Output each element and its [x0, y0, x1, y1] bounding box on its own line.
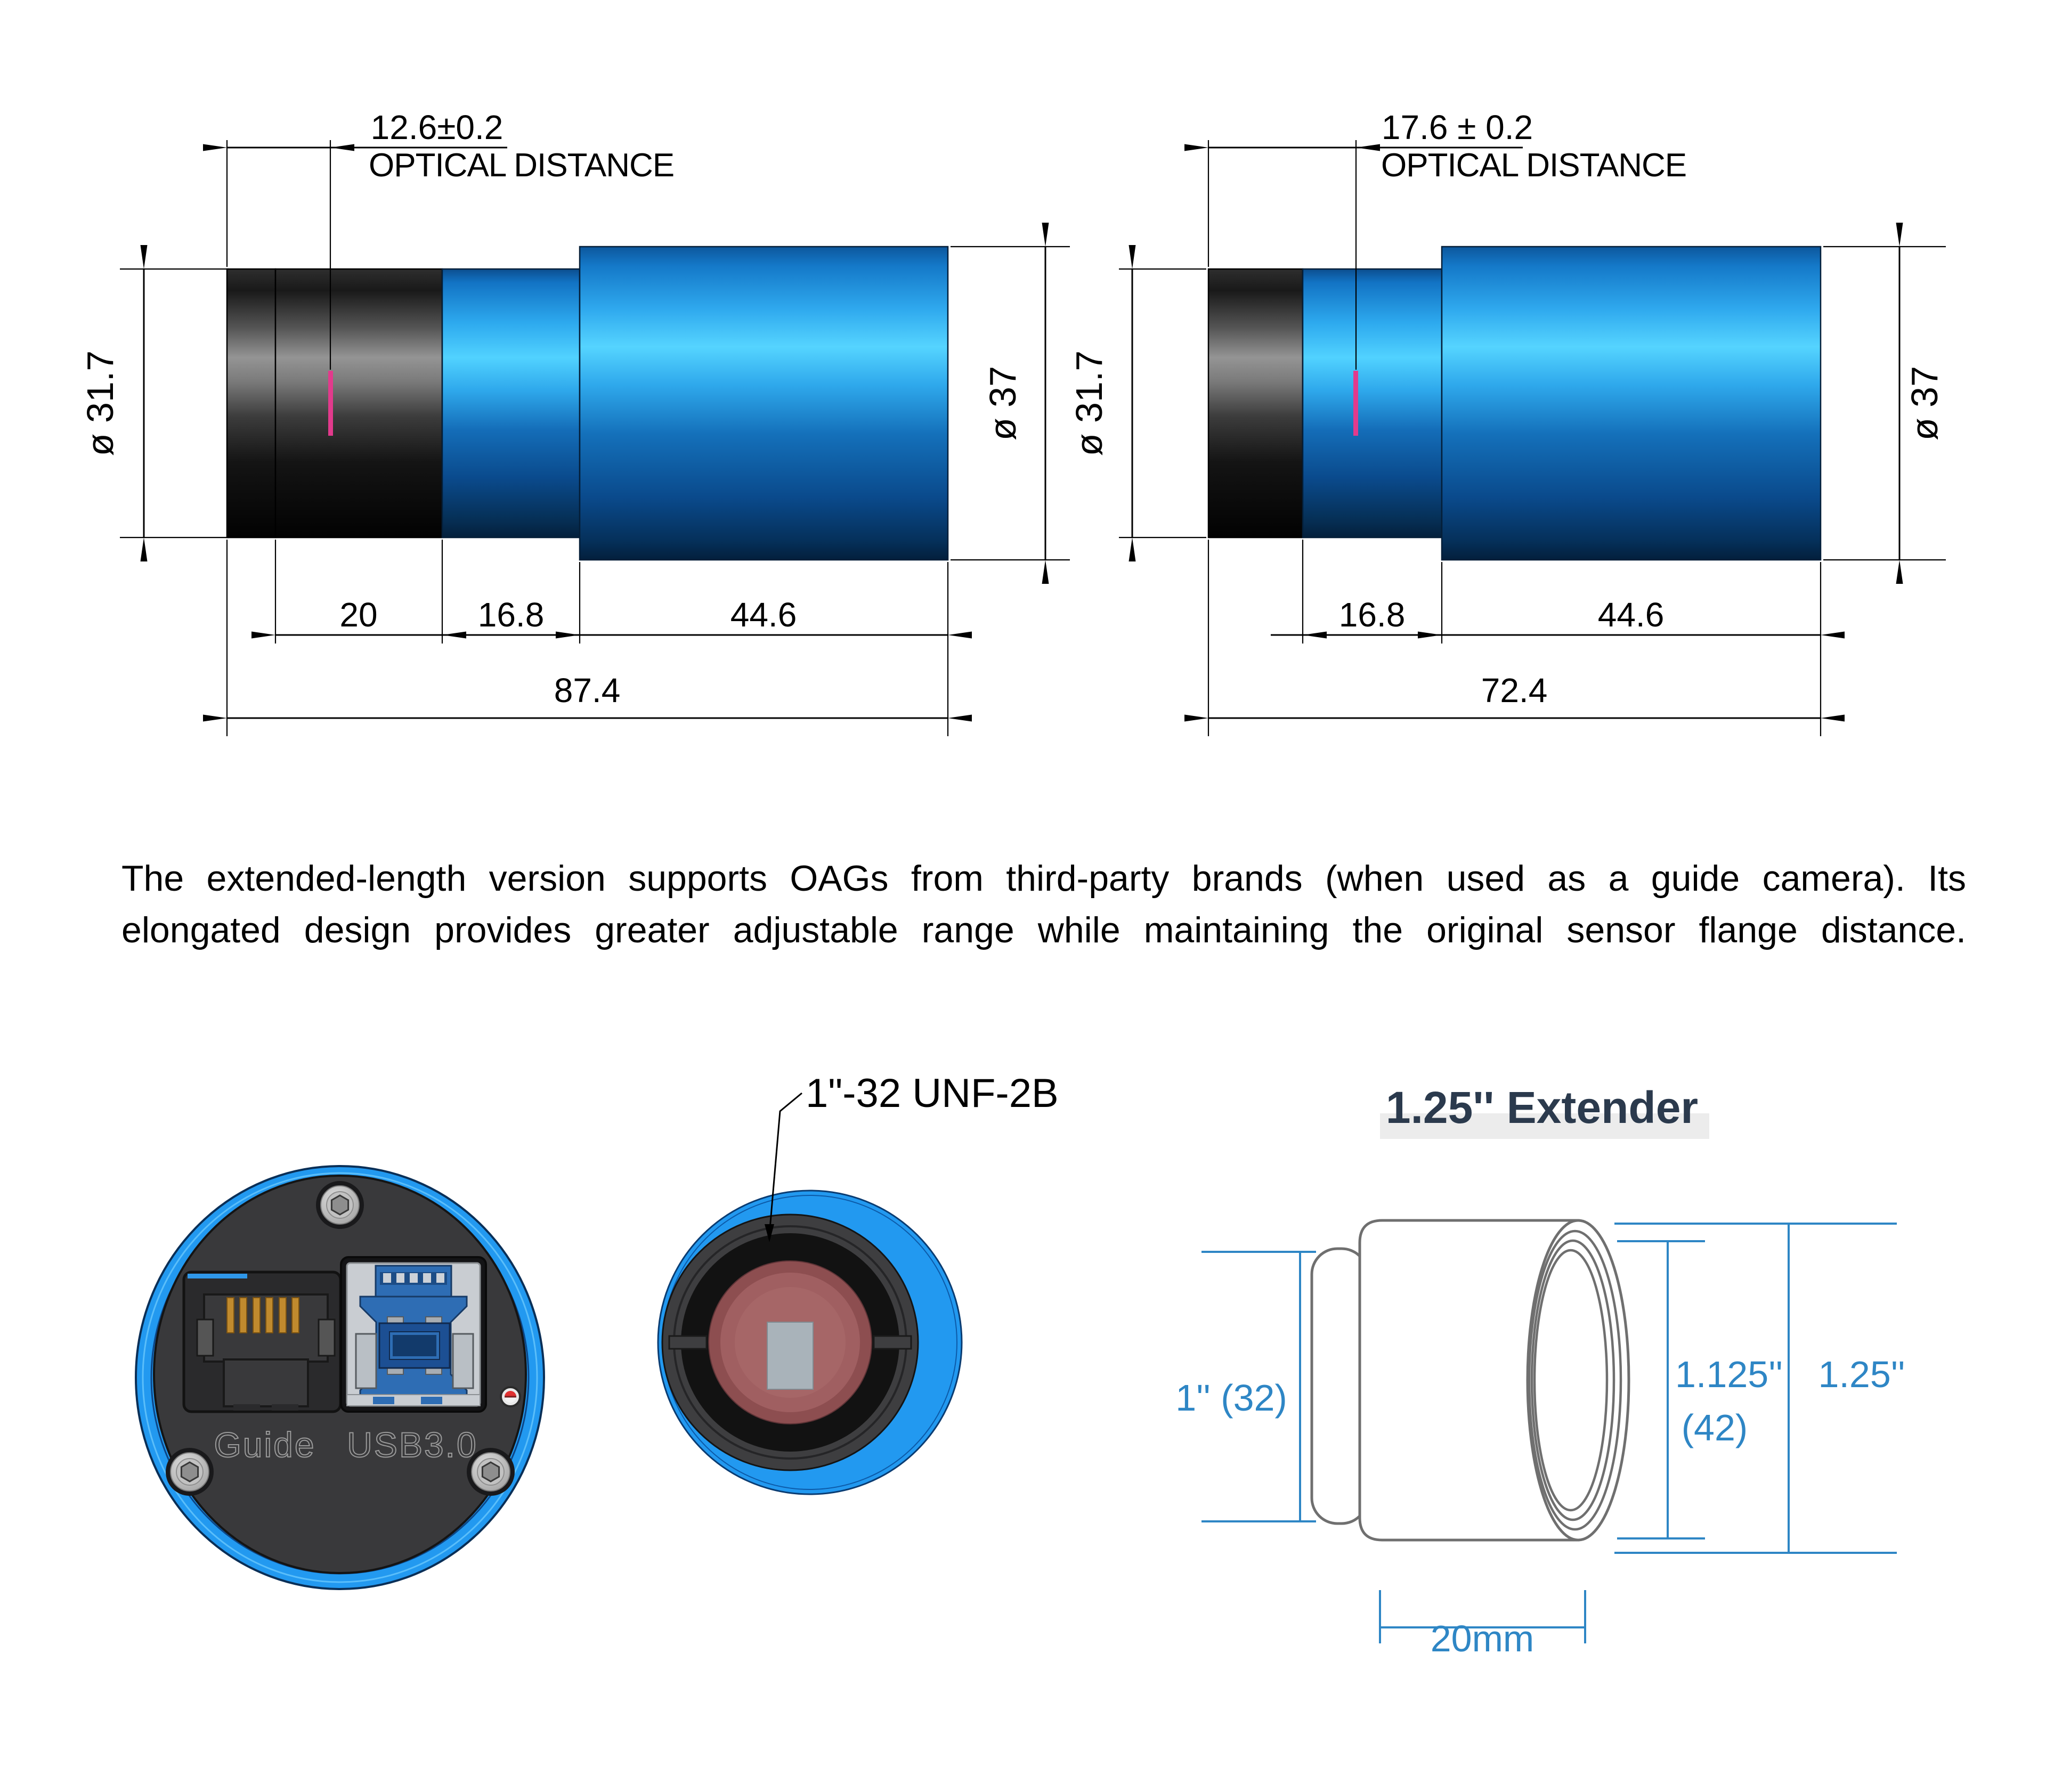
guide-port-blue-edge: [188, 1274, 247, 1278]
description-line-1: The extended-length version supports OAG…: [121, 858, 1966, 899]
left-optical-distance-label: OPTICAL DISTANCE: [369, 147, 674, 184]
right-nose-diameter-label: ø 31.7: [1068, 351, 1110, 456]
right-mid-length-label: 16.8: [1339, 596, 1406, 634]
right-camera-sensor-plane-marker: [1353, 371, 1358, 436]
left-optical-distance-value: 12.6±0.2: [371, 108, 504, 146]
thread-leader-line: [768, 1092, 802, 1235]
extender-threads: [1528, 1229, 1622, 1531]
rj12-gold-pins: [226, 1297, 299, 1333]
extender-title: 1.25'' Extender: [1385, 1082, 1699, 1133]
right-camera-extension-lines: [1119, 140, 1946, 736]
extender-inner-diameter-label: 1'' (32): [1175, 1377, 1287, 1419]
right-camera-mid-section: [1302, 268, 1443, 539]
left-nose-diameter-label: ø 31.7: [79, 351, 121, 456]
right-total-length-label: 72.4: [1481, 671, 1548, 710]
right-camera-main-body: [1441, 246, 1822, 561]
left-camera-mid-section: [441, 268, 581, 539]
description-line-2: elongated design provides greater adjust…: [121, 910, 1966, 950]
left-nose-length-label: 20: [339, 596, 377, 634]
thread-spec-label: 1"-32 UNF-2B: [806, 1071, 1059, 1116]
right-body-length-label: 44.6: [1598, 596, 1665, 634]
guide-port-label: Guide: [214, 1425, 315, 1464]
status-led: [500, 1386, 521, 1407]
extender-length-label: 20mm: [1431, 1618, 1534, 1659]
back-ring-highlight-arc: [142, 1172, 538, 1583]
thread-leader-arrow: [765, 1224, 774, 1242]
extender-opening: [1526, 1219, 1630, 1542]
extender-dimension-lines: [1201, 1223, 1897, 1643]
left-camera-extension-lines: [120, 140, 1070, 736]
left-camera-sensor-plane-marker: [328, 371, 333, 436]
retaining-slot-left: [668, 1335, 708, 1350]
hex-screw-top: [315, 1180, 365, 1230]
left-total-length-label: 87.4: [554, 671, 621, 710]
left-camera-main-body: [579, 246, 949, 561]
left-mid-length-label: 16.8: [478, 596, 545, 634]
extender-drawing: 1'' (32) 1.125'' (42) 1.25'' 20mm: [1175, 1219, 1905, 1659]
left-camera-nose-barrel: [274, 268, 443, 539]
left-body-length-label: 44.6: [730, 596, 797, 634]
right-optical-distance-value: 17.6 ± 0.2: [1382, 108, 1533, 146]
extender-title-highlight: [1380, 1113, 1709, 1139]
extender-thread-diameter-mm-label: (42): [1682, 1407, 1748, 1448]
right-camera-nose-barrel: [1207, 268, 1304, 539]
right-camera-dimension-lines: [1128, 144, 1903, 722]
camera-front-view: 1"-32 UNF-2B: [657, 1071, 1059, 1495]
usb-port-label: USB3.0: [347, 1425, 477, 1464]
left-camera-nose-ring: [226, 268, 277, 539]
camera-back-view: Guide USB3.0: [135, 1165, 545, 1590]
guide-port-rj12: [182, 1270, 342, 1413]
retaining-slot-right: [873, 1335, 912, 1350]
right-body-diameter-label: ø 37: [1904, 366, 1945, 441]
usb3-top-pins: [383, 1273, 444, 1283]
image-sensor: [767, 1322, 814, 1390]
left-camera-dimension-lines: [140, 144, 1049, 722]
right-optical-distance-label: OPTICAL DISTANCE: [1381, 147, 1686, 184]
right-camera-side-view: 17.6 ± 0.2 OPTICAL DISTANCE ø 31.7 16.8 …: [1068, 108, 1946, 736]
extender-body: [1358, 1219, 1580, 1542]
left-body-diameter-label: ø 37: [982, 366, 1024, 441]
extender-outer-diameter-label: 1.25'': [1818, 1354, 1905, 1395]
description-paragraph: The extended-length version supports OAG…: [121, 853, 1966, 956]
left-camera-side-view: 12.6±0.2 OPTICAL DISTANCE ø 31.7 20 16.8…: [79, 108, 1070, 736]
hex-screw-bottom-left: [165, 1447, 215, 1497]
extender-thread-diameter-label: 1.125'': [1675, 1354, 1783, 1395]
usb3-port: [340, 1256, 487, 1413]
